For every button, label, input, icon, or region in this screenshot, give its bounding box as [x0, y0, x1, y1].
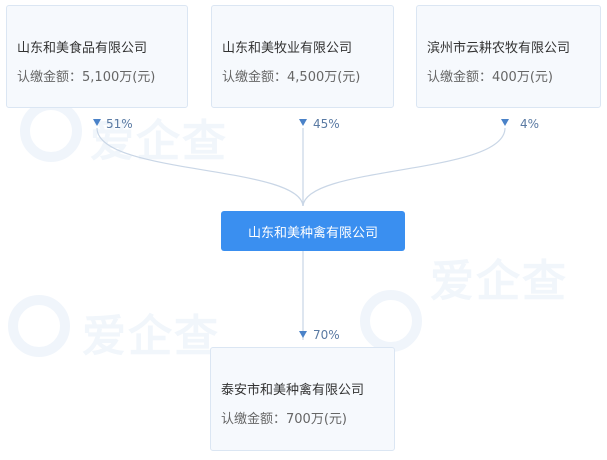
capital-amount: 认缴金额：5,100万(元) — [17, 70, 156, 85]
subsidiary-card[interactable]: 泰安市和美种禽有限公司 认缴金额：700万(元) — [210, 347, 395, 451]
share-percent: 70% — [313, 328, 340, 342]
shareholder-card[interactable]: 山东和美牧业有限公司 认缴金额：4,500万(元) — [211, 5, 394, 108]
company-name: 山东和美牧业有限公司 — [222, 41, 353, 56]
center-company-node[interactable]: 山东和美种禽有限公司 — [221, 211, 405, 251]
company-name: 泰安市和美种禽有限公司 — [221, 383, 365, 398]
watermark-logo-icon — [8, 295, 70, 357]
arrow-down-icon — [93, 119, 101, 126]
connector-line — [302, 127, 506, 207]
company-name: 滨州市云耕农牧有限公司 — [427, 41, 571, 56]
connector-line — [96, 127, 304, 207]
share-percent: 4% — [520, 117, 540, 131]
capital-amount: 认缴金额：4,500万(元) — [222, 70, 361, 85]
arrow-down-icon — [501, 119, 509, 126]
capital-amount: 认缴金额：700万(元) — [221, 412, 347, 427]
company-name: 山东和美食品有限公司 — [17, 41, 148, 56]
share-percent: 51% — [106, 117, 133, 131]
arrow-down-icon — [299, 119, 307, 126]
share-percent: 45% — [313, 117, 340, 131]
shareholder-card[interactable]: 滨州市云耕农牧有限公司 认缴金额：400万(元) — [416, 5, 601, 108]
watermark-text: 爱企查 — [82, 311, 220, 362]
capital-amount: 认缴金额：400万(元) — [427, 70, 553, 85]
shareholder-card[interactable]: 山东和美食品有限公司 认缴金额：5,100万(元) — [6, 5, 188, 108]
watermark-text: 爱企查 — [430, 256, 568, 307]
watermark-text: 爱企查 — [90, 116, 228, 167]
arrow-down-icon — [299, 331, 307, 338]
